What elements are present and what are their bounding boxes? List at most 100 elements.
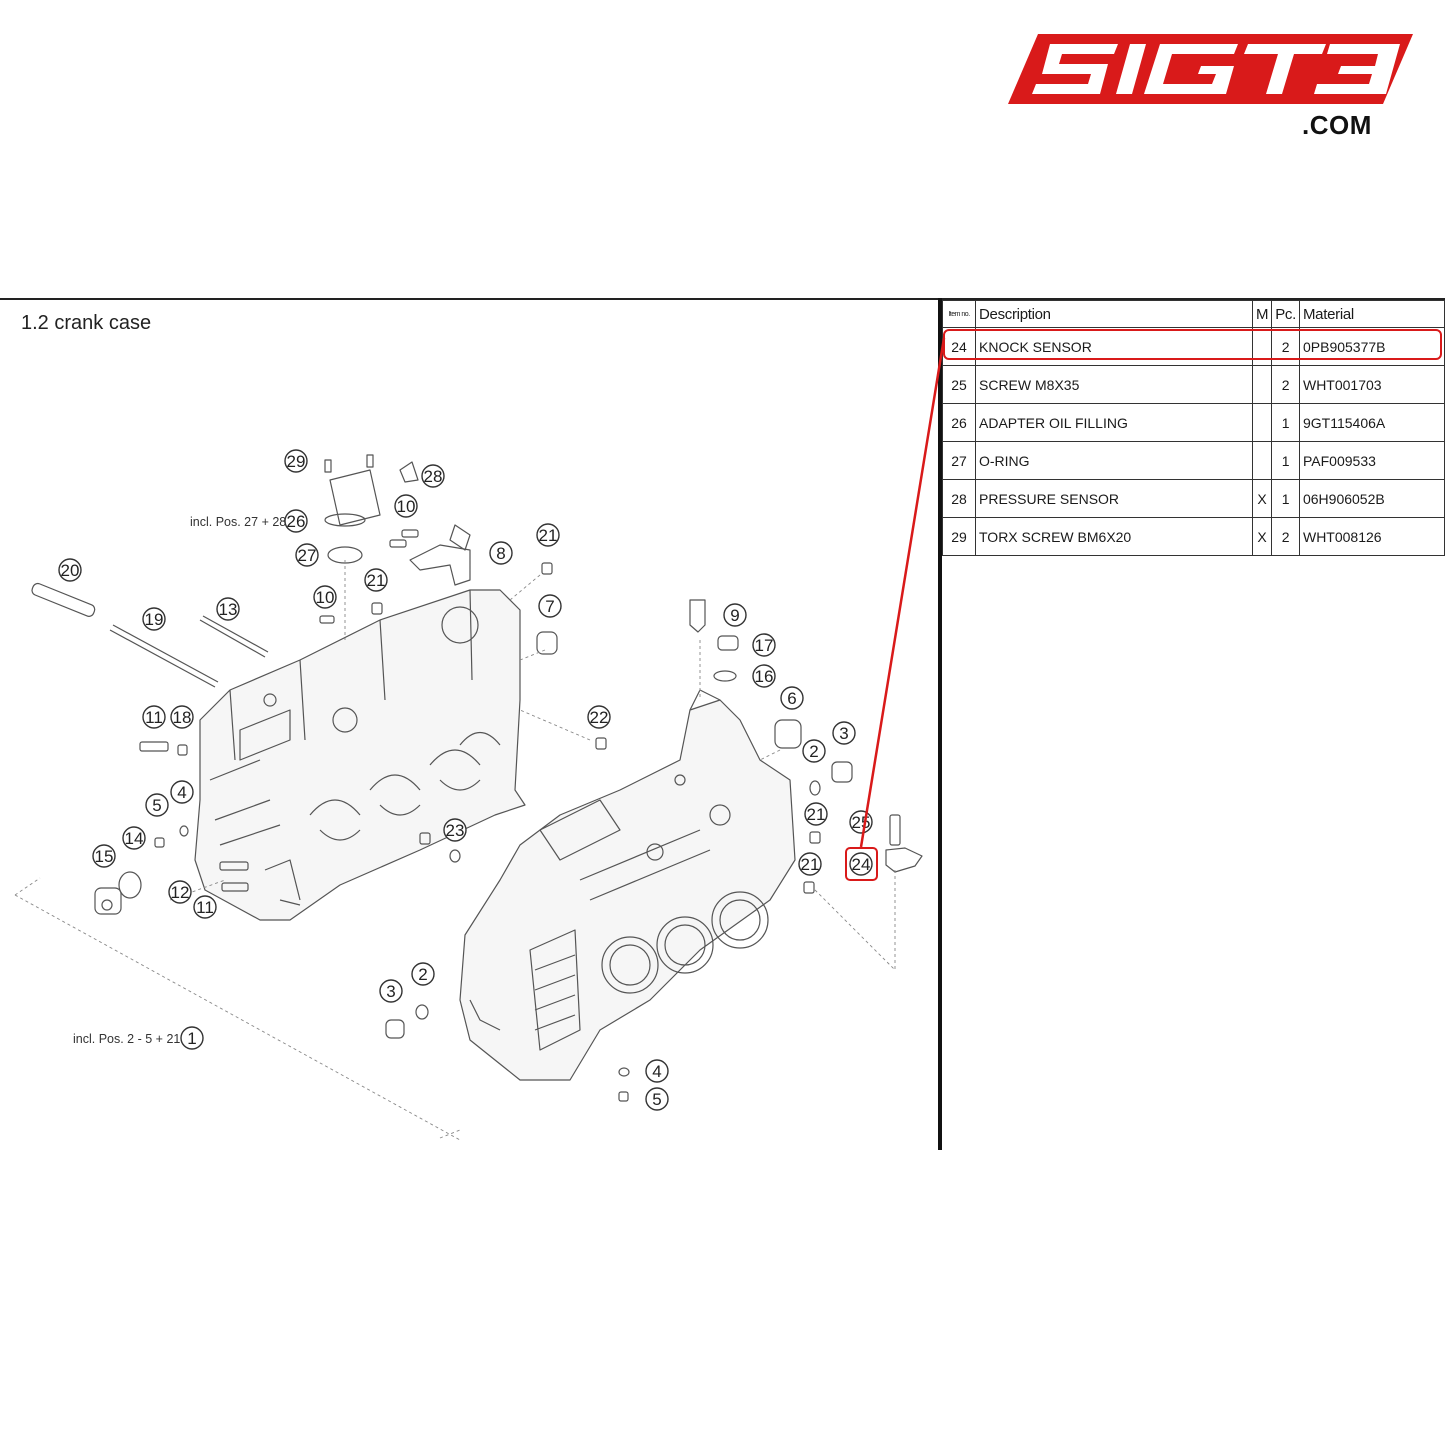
svg-text:24: 24: [852, 855, 871, 874]
svg-text:5: 5: [652, 1090, 661, 1109]
callout-11: 11: [142, 705, 166, 729]
callout-2: 2: [802, 739, 826, 763]
parts-table: Item no. Description M Pc. Material 24 K…: [942, 300, 1445, 556]
svg-text:25: 25: [852, 813, 871, 832]
svg-text:2: 2: [418, 965, 427, 984]
cell-material: WHT008126: [1298, 517, 1445, 556]
callout-13: 13: [216, 597, 240, 621]
callout-2: 2: [411, 962, 435, 986]
svg-text:3: 3: [839, 724, 848, 743]
callout-8: 8: [489, 541, 513, 565]
highlight-callout-24: [845, 847, 878, 881]
cell-pc: 1: [1271, 403, 1300, 442]
logo-domain: .COM: [1302, 110, 1372, 140]
cell-description: O-RING: [975, 441, 1253, 480]
callout-3: 3: [379, 979, 403, 1003]
svg-text:29: 29: [287, 452, 306, 471]
callout-18: 18: [170, 705, 194, 729]
callout-7: 7: [538, 594, 562, 618]
svg-text:10: 10: [316, 588, 335, 607]
svg-text:17: 17: [755, 636, 774, 655]
cell-m: [1251, 403, 1273, 442]
cell-description: ADAPTER OIL FILLING: [975, 403, 1253, 442]
table-row[interactable]: 25 SCREW M8X35 2 WHT001703: [942, 365, 1445, 404]
leader-lines: [14, 560, 896, 1141]
cell-description: TORX SCREW BM6X20: [975, 517, 1253, 556]
svg-text:4: 4: [652, 1062, 661, 1081]
callout-11: 11: [193, 895, 217, 919]
svg-text:14: 14: [125, 829, 144, 848]
cell-material: WHT001703: [1298, 365, 1445, 404]
callout-28: 28: [421, 464, 445, 488]
cell-pc: 1: [1271, 441, 1300, 480]
callout-29: 29: [284, 449, 308, 473]
table-row[interactable]: 29 TORX SCREW BM6X20 X 2 WHT008126: [942, 517, 1445, 556]
table-row[interactable]: 27 O-RING 1 PAF009533: [942, 441, 1445, 480]
cell-description: PRESSURE SENSOR: [975, 479, 1253, 518]
table-row[interactable]: 26 ADAPTER OIL FILLING 1 9GT115406A: [942, 403, 1445, 442]
svg-text:11: 11: [145, 708, 163, 727]
svg-text:21: 21: [801, 855, 820, 874]
svg-text:3: 3: [386, 982, 395, 1001]
callout-21: 21: [798, 852, 822, 876]
col-header-item: Item no.: [942, 300, 976, 328]
callout-6: 6: [780, 686, 804, 710]
col-header-pc: Pc.: [1271, 300, 1300, 328]
callout-24: 24: [849, 852, 873, 876]
svg-text:6: 6: [787, 689, 796, 708]
svg-text:18: 18: [173, 708, 192, 727]
svg-text:8: 8: [496, 544, 505, 563]
cell-pc: 2: [1271, 365, 1300, 404]
header-rule: [0, 298, 1445, 300]
callout-17: 17: [752, 633, 776, 657]
svg-text:20: 20: [61, 561, 80, 580]
callout-1: 1: [180, 1026, 204, 1050]
col-header-description: Description: [975, 300, 1253, 328]
callout-5: 5: [145, 793, 169, 817]
svg-text:21: 21: [539, 526, 558, 545]
callout-4: 4: [170, 780, 194, 804]
cell-item: 29: [942, 517, 976, 556]
exploded-diagram: 1 2 2 3 3 4 4 5 5 6 7 8 9 10 10 11 11 12…: [14, 449, 923, 1141]
svg-text:21: 21: [367, 571, 386, 590]
table-header-row: Item no. Description M Pc. Material: [942, 300, 1445, 328]
callout-27: 27: [295, 543, 319, 567]
svg-text:21: 21: [807, 805, 826, 824]
callout-21: 21: [536, 523, 560, 547]
callout-23: 23: [443, 818, 467, 842]
svg-text:12: 12: [171, 883, 190, 902]
callout-16: 16: [752, 664, 776, 688]
svg-text:23: 23: [446, 821, 465, 840]
callout-14: 14: [122, 826, 146, 850]
callout-21: 21: [364, 568, 388, 592]
svg-text:5: 5: [152, 796, 161, 815]
callout-26: 26: [284, 509, 308, 533]
callout-10: 10: [394, 494, 418, 518]
page-title: 1.2 crank case: [21, 312, 152, 334]
svg-text:10: 10: [397, 497, 416, 516]
note-incl-2-5-21: incl. Pos. 2 - 5 + 21: [73, 1032, 180, 1046]
svg-text:22: 22: [590, 708, 609, 727]
crankcase-upper-half: [194, 589, 526, 921]
cell-pc: 1: [1271, 479, 1300, 518]
callout-20: 20: [58, 558, 82, 582]
col-header-m: M: [1251, 300, 1273, 328]
cell-item: 27: [942, 441, 976, 480]
brand-logo: [1008, 34, 1413, 104]
callout-10: 10: [313, 585, 337, 609]
svg-text:9: 9: [730, 606, 739, 625]
table-row[interactable]: 28 PRESSURE SENSOR X 1 06H906052B: [942, 479, 1445, 518]
svg-text:28: 28: [424, 467, 443, 486]
cell-item: 25: [942, 365, 976, 404]
svg-text:2: 2: [809, 742, 818, 761]
cell-item: 26: [942, 403, 976, 442]
svg-text:4: 4: [177, 783, 186, 802]
crankcase-lower-half: [459, 689, 796, 1081]
col-header-material: Material: [1298, 300, 1445, 328]
cell-m: [1251, 441, 1273, 480]
cell-material: 06H906052B: [1298, 479, 1445, 518]
callout-3: 3: [832, 721, 856, 745]
cell-material: PAF009533: [1298, 441, 1445, 480]
cell-pc: 2: [1271, 517, 1300, 556]
cell-material: 9GT115406A: [1298, 403, 1445, 442]
